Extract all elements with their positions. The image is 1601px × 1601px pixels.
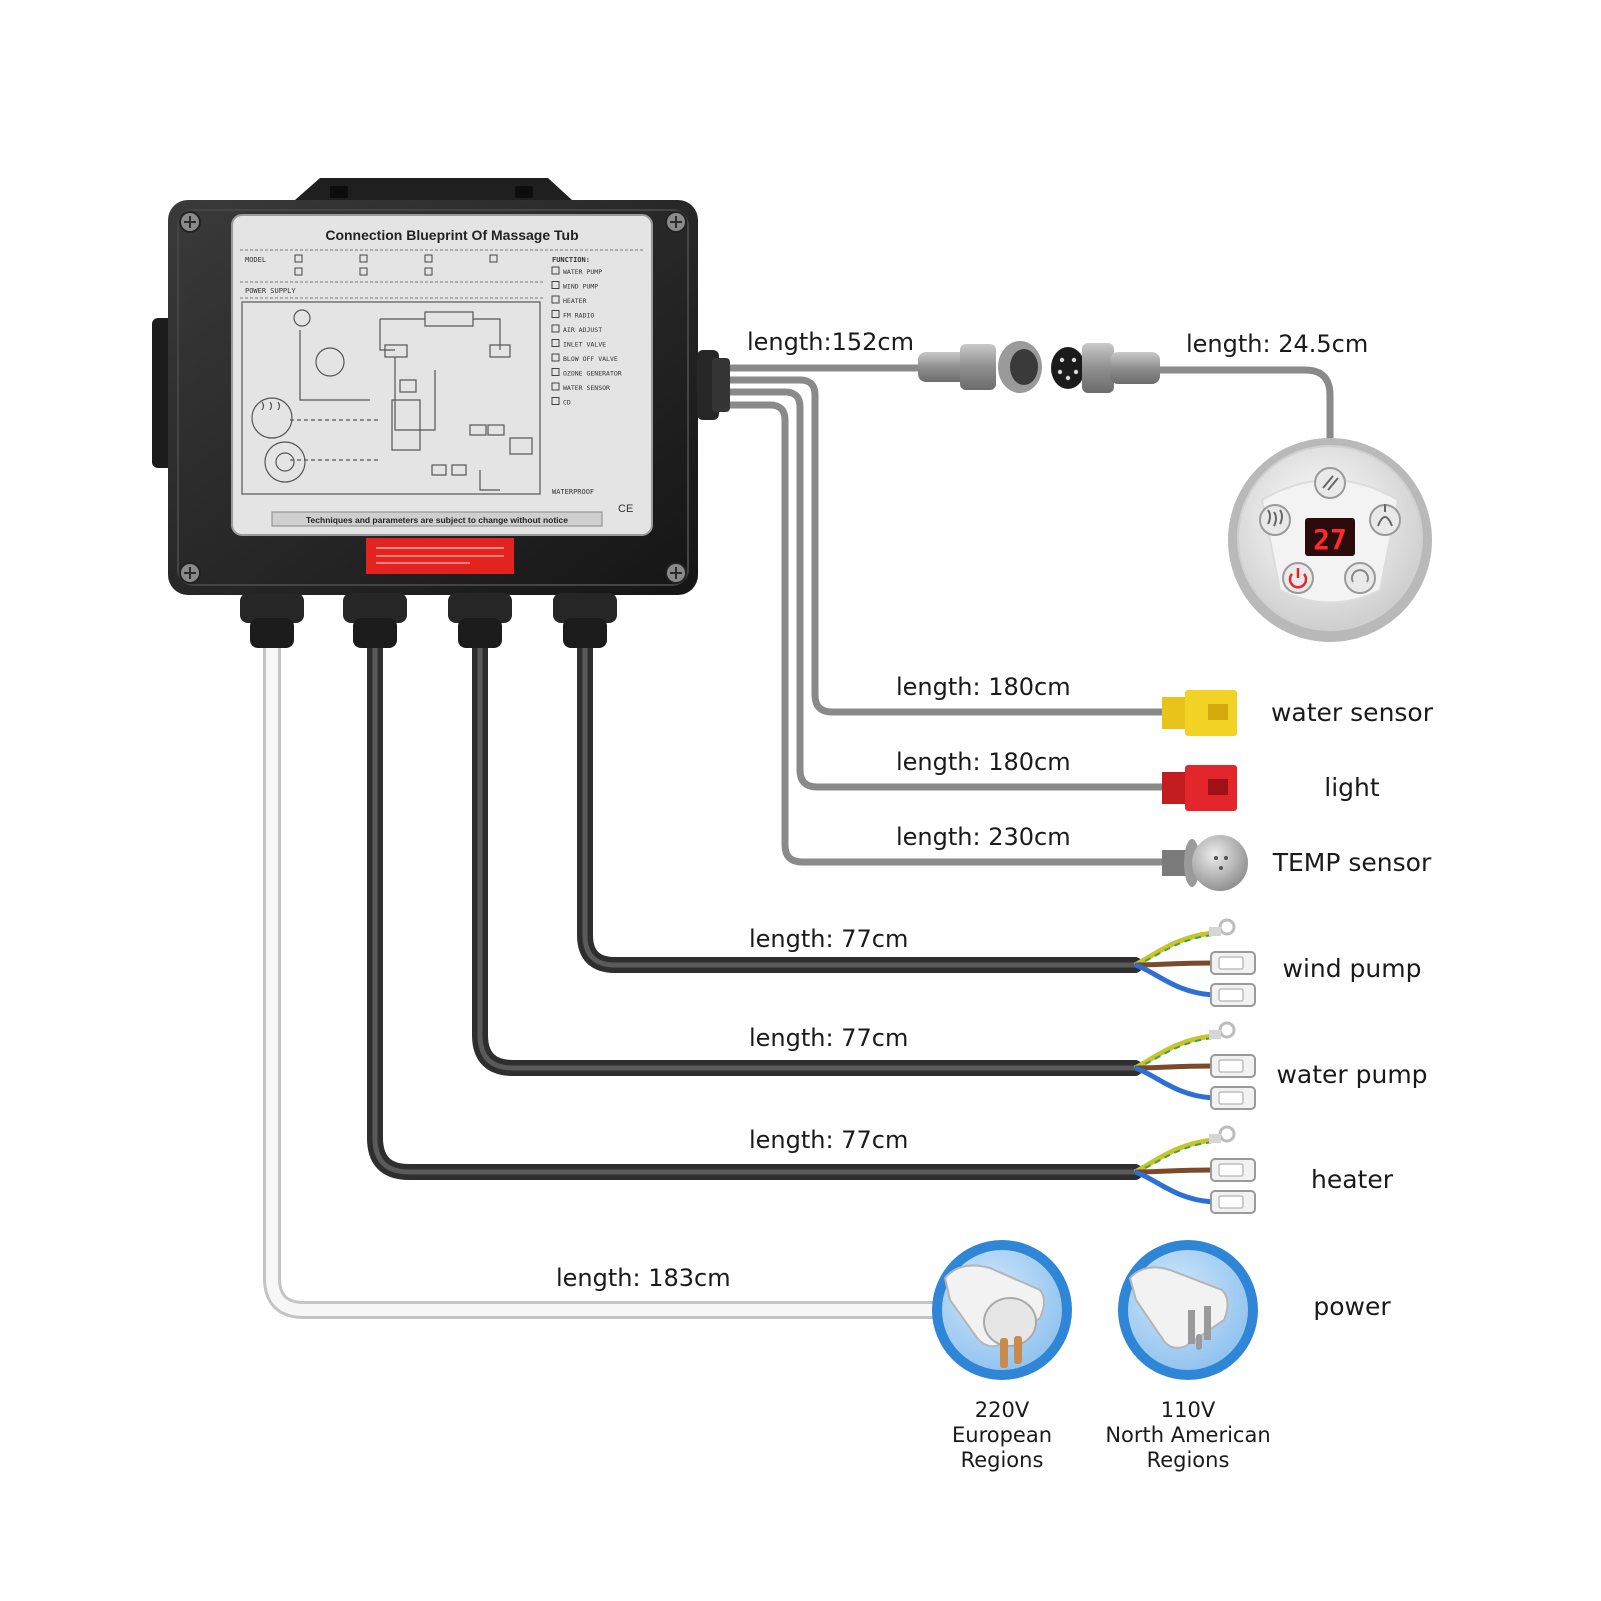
cable-light (724, 388, 1169, 791)
function-item: WATER PUMP (563, 268, 602, 276)
function-item: WIND PUMP (563, 283, 598, 291)
temperature-display-value: 27 (1313, 523, 1347, 556)
length-label-heater: length: 77cm (749, 1126, 909, 1154)
temp-sensor-probe (1162, 835, 1248, 891)
controller-box: Connection Blueprint Of Massage Tub MODE… (152, 178, 730, 648)
male-connector (1051, 343, 1160, 393)
plug-voltage-110v: 110V (1160, 1398, 1216, 1422)
function-item: FM RADIO (563, 312, 594, 320)
plug-region-110v-line2: Regions (1146, 1448, 1230, 1472)
ce-mark: CE (618, 503, 633, 515)
panel-button-light[interactable] (1314, 467, 1346, 499)
cables (263, 364, 1334, 1319)
length-label-power: length: 183cm (556, 1264, 731, 1292)
bubble-icon (1267, 509, 1283, 527)
water-sensor-connector (1162, 690, 1237, 736)
length-label-water-pump: length: 77cm (749, 1024, 909, 1052)
function-item: HEATER (563, 297, 587, 305)
length-label-temp-sensor: length: 230cm (896, 823, 1071, 851)
plug-caption-110v: 110V North American Regions (1088, 1398, 1288, 1473)
spade-terminals (1133, 918, 1256, 1214)
component-name-water-sensor: water sensor (1270, 698, 1434, 727)
power-icon (1288, 568, 1308, 589)
power-label: POWER SUPPLY (245, 287, 296, 295)
panel-button-bubble[interactable] (1259, 504, 1291, 536)
control-panel: 27 (1228, 438, 1432, 642)
plug-voltage-220v: 220V (974, 1398, 1030, 1422)
length-label-panel-lead: length: 24.5cm (1186, 330, 1369, 358)
temperature-display (1305, 518, 1355, 556)
footer-note: Techniques and parameters are subject to… (306, 515, 568, 525)
cable-water-sensor (724, 376, 1169, 716)
panel-button-heat[interactable] (1344, 562, 1376, 594)
component-name-wind-pump: wind pump (1282, 954, 1422, 983)
plug-region-220v-line1: European (951, 1423, 1053, 1447)
jet-icon (1377, 504, 1393, 527)
function-label: FUNCTION: (552, 256, 590, 264)
light-connector (1162, 765, 1237, 811)
spade-bundle-wind-pump (1133, 918, 1256, 1007)
heat-icon (1351, 569, 1369, 583)
light-icon (1322, 475, 1339, 491)
spade-bundle-heater (1133, 1125, 1256, 1214)
panel-button-jet[interactable] (1369, 504, 1401, 536)
panel-title: Connection Blueprint Of Massage Tub (325, 227, 578, 243)
component-name-heater: heater (1310, 1165, 1393, 1194)
panel-button-power[interactable] (1282, 562, 1314, 594)
mounting-bracket (295, 178, 572, 200)
spade-bundle-water-pump (1133, 1021, 1256, 1110)
heater-symbol (251, 397, 293, 439)
plug-110v-na (1118, 1240, 1258, 1380)
function-list: WATER PUMP WIND PUMP HEATER FM RADIO AIR ADJ… (551, 266, 622, 407)
function-item: AIR ADJUST (563, 326, 602, 334)
model-label: MODEL (245, 256, 266, 264)
function-item: WATER SENSOR (563, 384, 610, 392)
cable-panel-lead (1151, 366, 1334, 454)
side-cable-gland (697, 350, 730, 420)
length-label-light: length: 180cm (896, 748, 1071, 776)
cable-heater (367, 632, 1143, 1180)
length-label-wind-pump: length: 77cm (749, 925, 909, 953)
plug-220v-eu (932, 1240, 1072, 1380)
schematic (241, 301, 541, 495)
label-plate (231, 214, 653, 536)
component-name-temp-sensor: TEMP sensor (1272, 848, 1432, 877)
component-name-power: power (1313, 1292, 1391, 1321)
component-name-water-pump: water pump (1276, 1060, 1428, 1089)
plug-region-220v-line2: Regions (960, 1448, 1044, 1472)
function-item: INLET VALVE (563, 341, 606, 349)
cable-temp-sensor (724, 401, 1169, 866)
female-connector (918, 341, 1042, 393)
plug-caption-220v: 220V European Regions (902, 1398, 1102, 1473)
plug-region-110v-line1: North American (1105, 1423, 1271, 1447)
length-label-panel-extension: length:152cm (747, 328, 914, 356)
waterproof-label: WATERPROOF (552, 488, 594, 496)
function-item: OZONE GENERATOR (563, 370, 622, 378)
pump-symbol (264, 441, 306, 483)
function-item: CD (563, 399, 571, 407)
bottom-cable-glands (240, 593, 617, 648)
component-name-light: light (1324, 773, 1380, 802)
length-label-water-sensor: length: 180cm (896, 673, 1071, 701)
function-item: BLOW OFF VALVE (563, 355, 618, 363)
